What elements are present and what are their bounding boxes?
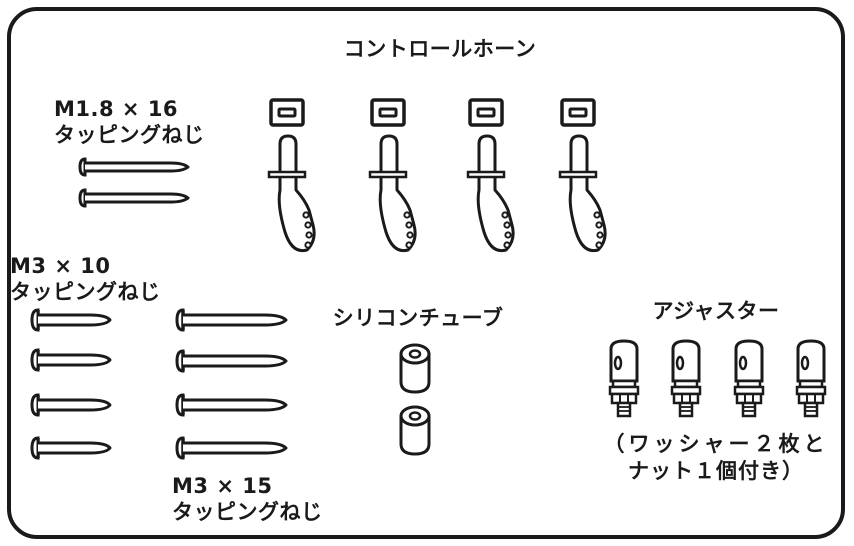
silicone-tube-2	[399, 405, 431, 456]
adjuster-note-line-2: ナット１個付き）	[628, 459, 804, 483]
m3-15-screw-type-label: タッピングねじ	[172, 500, 323, 524]
m3-15-screw-4	[175, 436, 288, 460]
m3-15-screw-3	[175, 393, 288, 417]
adjuster-4	[795, 339, 827, 418]
adjuster-label: アジャスター	[652, 299, 780, 323]
m18-screw-size-label: M1.8 × 16	[54, 97, 179, 121]
m3-15-screw-2	[175, 349, 288, 373]
control-horn-2	[368, 98, 417, 253]
control-horn-label: コントロールホーン	[343, 37, 537, 61]
m3-10-screw-2	[30, 348, 112, 372]
adjuster-note-line-1: （ワッシャー２枚と	[603, 432, 829, 456]
control-horn-1	[267, 98, 316, 253]
control-horn-3	[466, 98, 515, 253]
diagram-frame	[7, 7, 845, 539]
m3-10-screw-size-label: M3 × 10	[10, 254, 111, 278]
m18-screw-2	[78, 188, 190, 208]
m3-15-screw-size-label: M3 × 15	[172, 474, 273, 498]
silicone-tube-1	[399, 343, 431, 394]
control-horn-4	[558, 98, 607, 253]
m3-10-screw-1	[30, 308, 112, 332]
adjuster-3	[733, 339, 765, 418]
m3-15-screw-1	[175, 308, 288, 332]
m3-10-screw-3	[30, 393, 112, 417]
adjuster-2	[670, 339, 702, 418]
adjuster-1	[608, 339, 640, 418]
m3-10-screw-type-label: タッピングねじ	[10, 280, 161, 304]
m3-10-screw-4	[30, 436, 112, 460]
silicone-tube-label: シリコンチューブ	[332, 306, 504, 330]
m18-screw-1	[78, 157, 190, 177]
m18-screw-type-label: タッピングねじ	[54, 123, 205, 147]
